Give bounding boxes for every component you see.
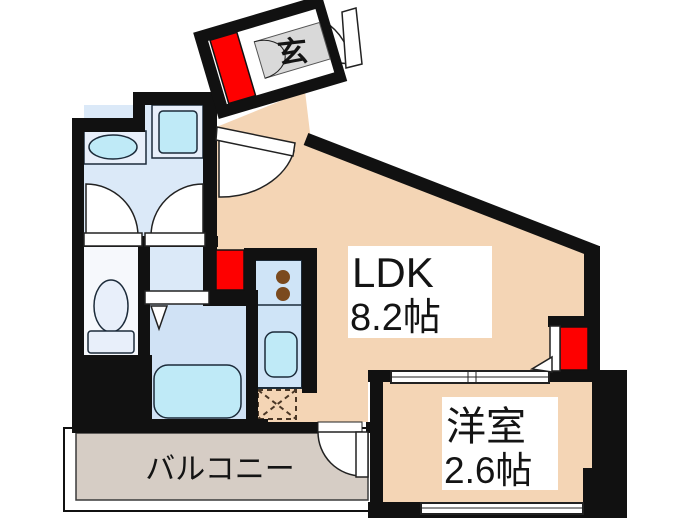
shoe-cabinet-door-arc-top (254, 39, 286, 53)
bath-door (144, 290, 210, 332)
alcove-door (529, 325, 561, 373)
entrance-block: 玄 (193, 0, 348, 120)
bathtub (153, 364, 242, 419)
entrance-label: 玄 (276, 34, 310, 71)
washbasin (88, 134, 138, 160)
toilet-bowl (93, 279, 129, 333)
washroom-doors (83, 183, 206, 247)
washroom-door-leaf (144, 232, 206, 247)
western-room-label: 洋室 (446, 405, 526, 449)
front-door-leaf (341, 7, 363, 69)
bath-door-swing-pointer (149, 305, 169, 332)
balcony-label: バルコニー (145, 453, 294, 486)
western-room-window (420, 502, 584, 515)
ldk-size-label: 8.2帖 (350, 297, 441, 339)
toilet-tank (87, 330, 135, 354)
washroom-door-arc (150, 183, 204, 237)
kitchen-sink (264, 331, 298, 378)
entrance-inner-door-leaf (215, 126, 296, 157)
diagonal-wall (303, 132, 600, 259)
shoe-cabinet-door-arc-bottom (264, 52, 286, 79)
pipe-space-kitchen (215, 249, 245, 291)
balcony-door-leaf (355, 431, 369, 478)
toilet-door-leaf (83, 232, 143, 247)
alcove-door-pointer (529, 355, 553, 373)
washroom-extension-floor (150, 247, 203, 291)
balcony-door (317, 421, 369, 478)
entrance-inner-door (215, 126, 296, 198)
entrance-floor (253, 21, 331, 79)
ldk-label: LDK (352, 249, 434, 296)
toilet-door-arc (85, 183, 139, 237)
ldk-label-box (348, 246, 492, 338)
western-room-label-box (442, 397, 558, 490)
pipe-space-right (559, 326, 589, 371)
stove-burner-2 (276, 287, 290, 301)
meter-box (209, 31, 257, 105)
washing-machine (158, 110, 198, 154)
partition-sliding-door (390, 370, 550, 384)
stove-burner-1 (276, 270, 290, 284)
walls (72, 92, 627, 518)
western-room-size-label: 2.6帖 (444, 450, 532, 491)
